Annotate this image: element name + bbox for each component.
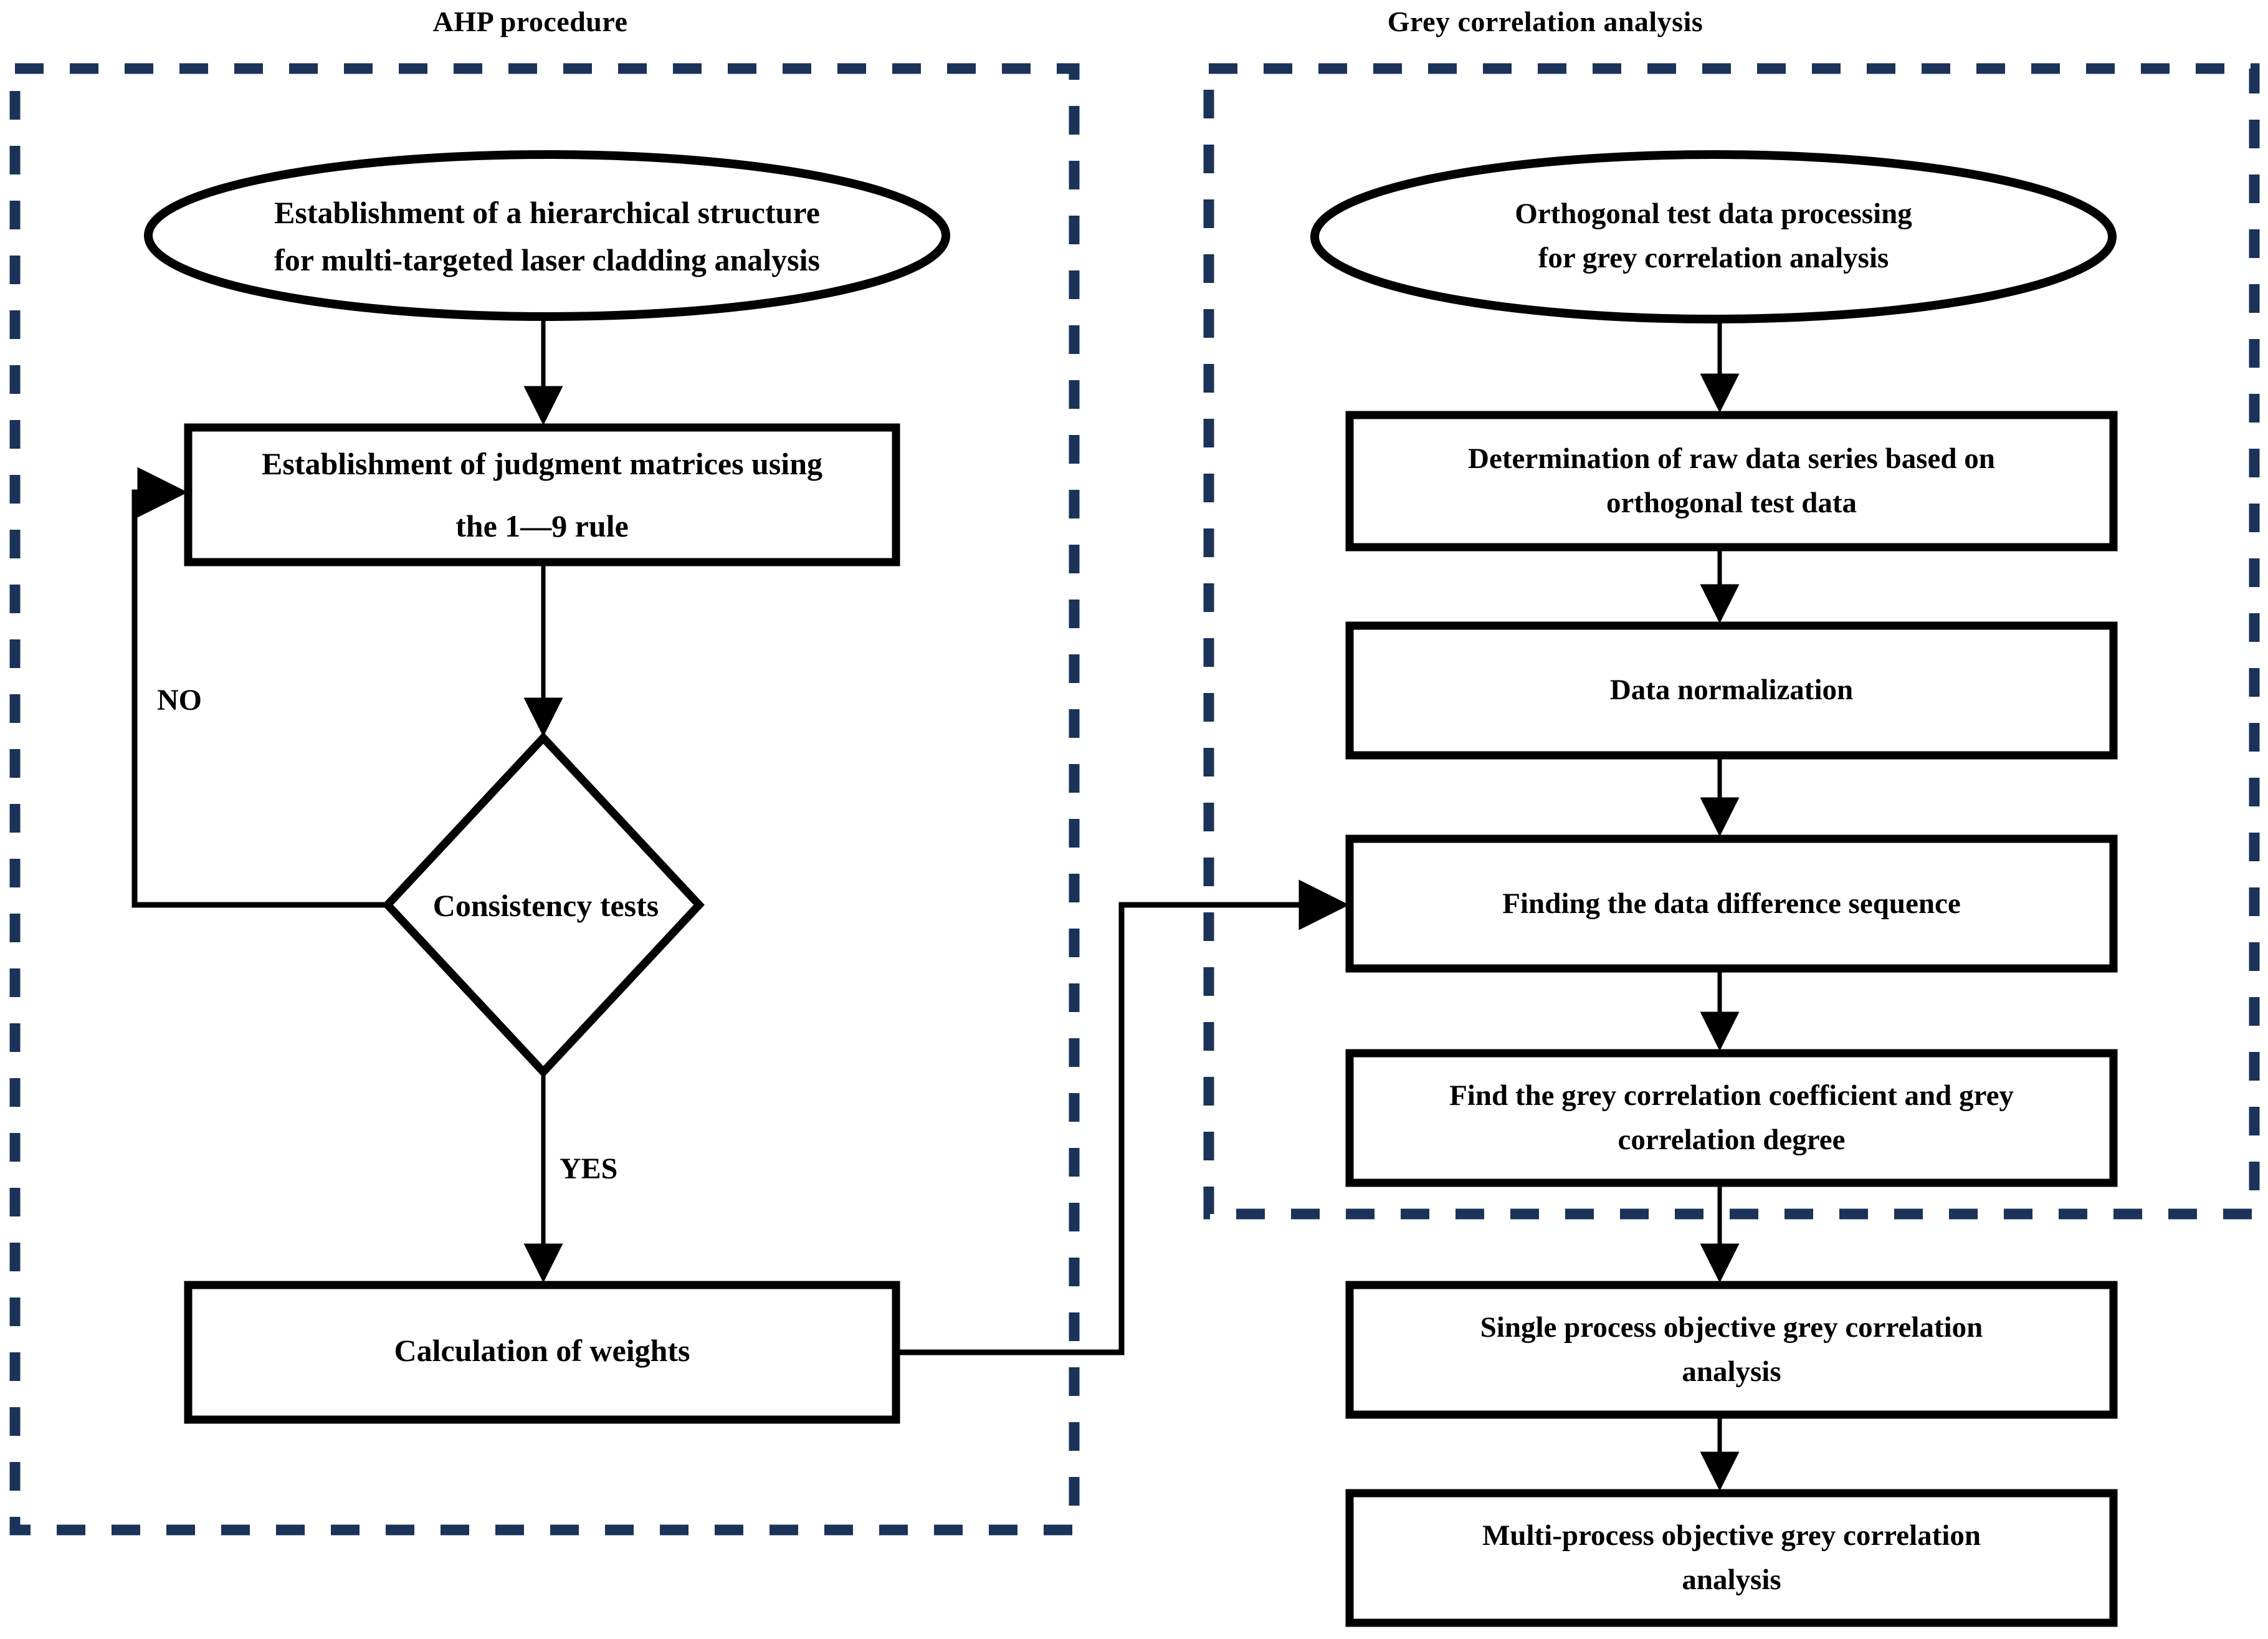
panel-title-grey: Grey correlation analysis xyxy=(1387,6,1703,37)
node-shape-ahp-start xyxy=(144,150,950,321)
node-shape-ahp-calculation-of-weights xyxy=(184,1281,900,1424)
node-shape-grey-start xyxy=(1310,150,2117,323)
node-shape-multi-process-objective xyxy=(1345,1489,2118,1627)
edge-label-no: NO xyxy=(157,684,202,717)
edge-label-yes: YES xyxy=(560,1152,618,1185)
node-shape-grey-raw-data-series xyxy=(1345,411,2118,552)
node-shape-grey-data-difference-sequence xyxy=(1345,834,2118,973)
connector-weights-to-difference-sequence xyxy=(896,879,1350,1355)
node-shape-ahp-judgment-matrices xyxy=(184,423,900,566)
node-shape-grey-data-normalization xyxy=(1345,621,2118,760)
connector-consistency-no-to-matrices xyxy=(131,467,388,908)
panel-title-ahp: AHP procedure xyxy=(432,6,628,37)
node-shape-ahp-consistency-tests xyxy=(382,732,705,1078)
node-shape-single-process-objective xyxy=(1345,1281,2118,1419)
panel-frame-grey xyxy=(1203,63,2260,1220)
node-shape-grey-correlation-coefficient xyxy=(1345,1049,2118,1187)
